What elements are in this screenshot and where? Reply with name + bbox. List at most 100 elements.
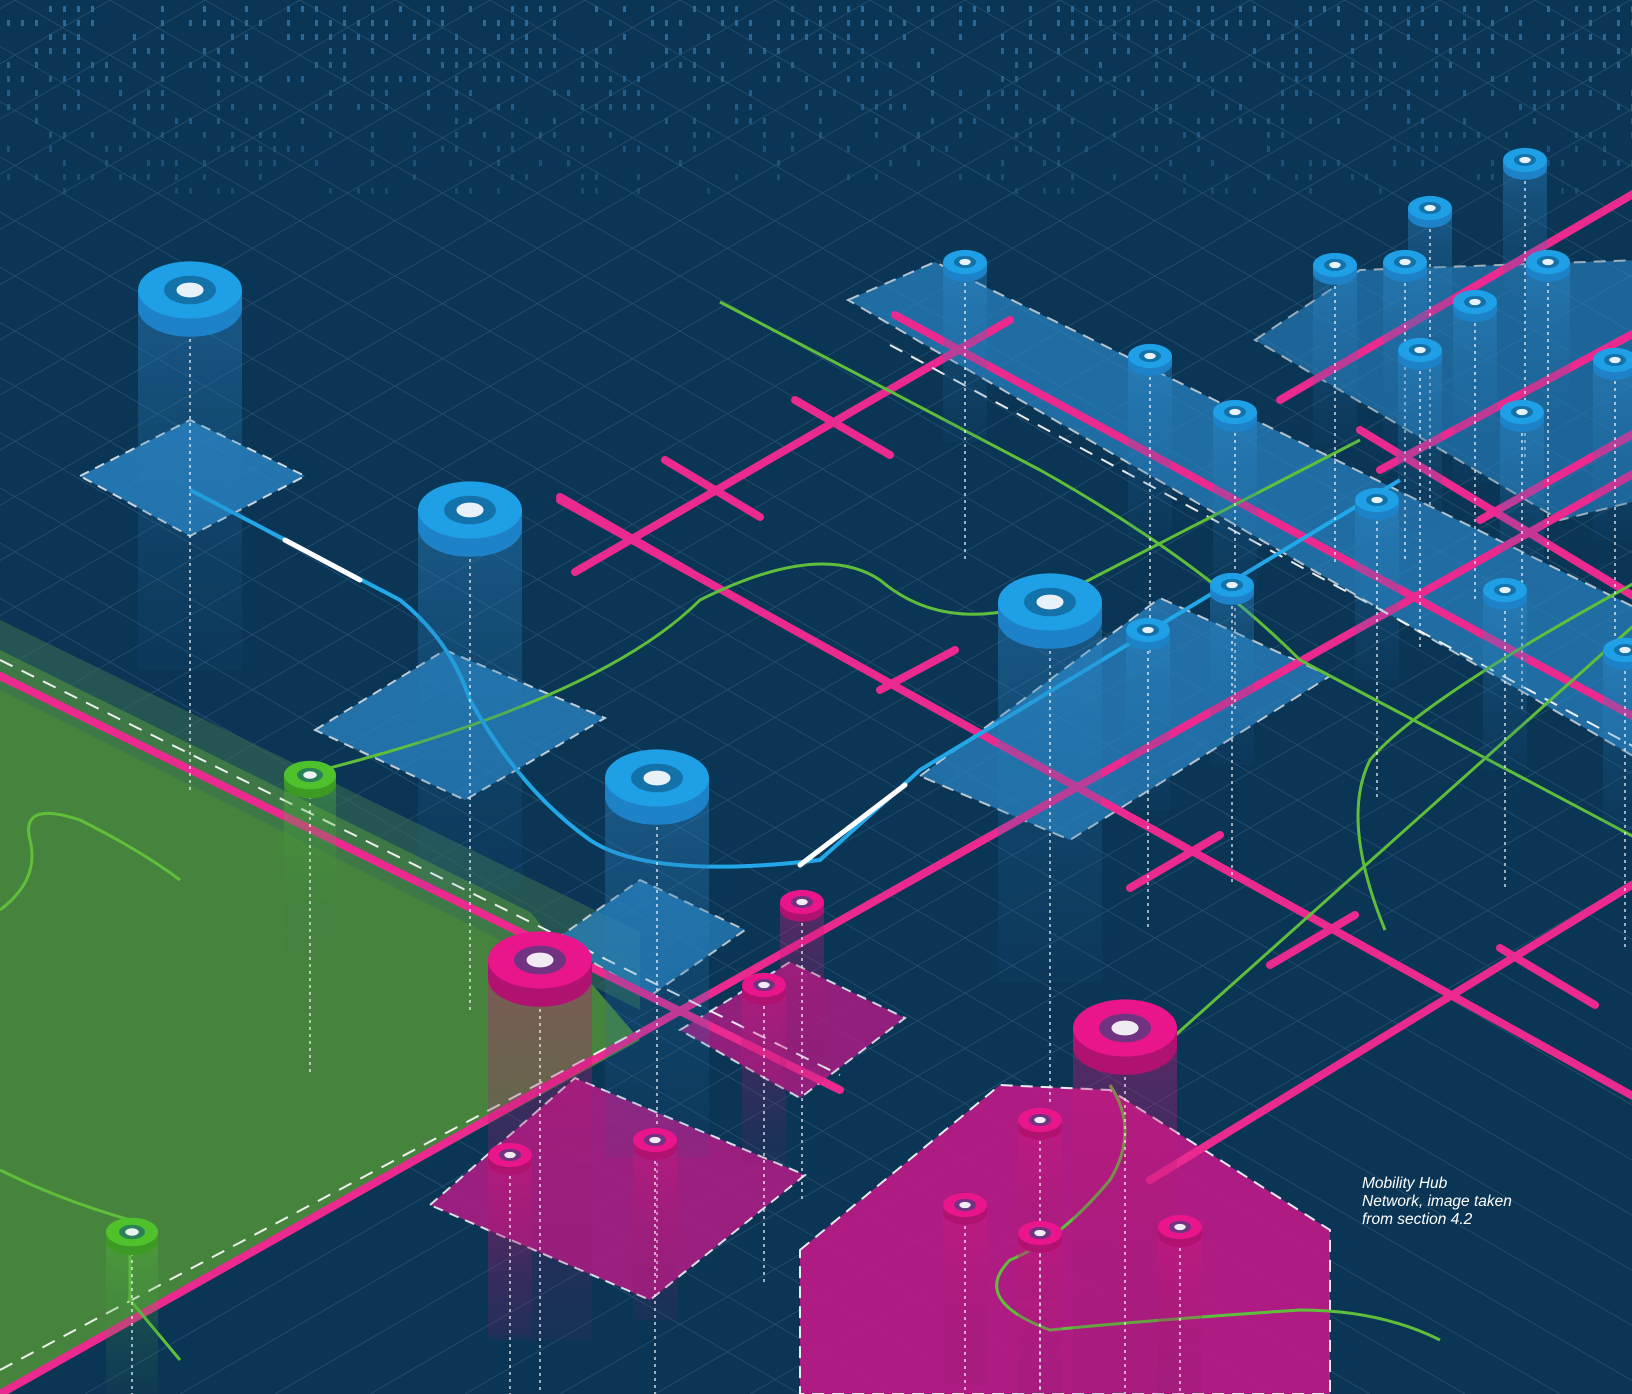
halftone-dot <box>819 6 822 12</box>
halftone-dot <box>231 188 234 194</box>
halftone-dot <box>1127 20 1130 26</box>
halftone-dot <box>791 132 794 138</box>
halftone-dot <box>1533 90 1536 96</box>
halftone-dot <box>1295 48 1298 54</box>
halftone-dot <box>413 20 416 26</box>
halftone-dot <box>63 160 66 166</box>
halftone-dot <box>1253 188 1256 194</box>
halftone-dot <box>1323 160 1326 166</box>
halftone-dot <box>1561 48 1564 54</box>
halftone-dot <box>315 34 318 40</box>
halftone-dot <box>413 76 416 82</box>
halftone-dot <box>511 132 514 138</box>
halftone-dot <box>371 76 374 82</box>
halftone-dot <box>931 118 934 124</box>
halftone-dot <box>1589 34 1592 40</box>
halftone-dot <box>63 6 66 12</box>
halftone-dot <box>1575 34 1578 40</box>
halftone-dot <box>637 104 640 110</box>
blue-hub-column <box>1500 412 1544 592</box>
halftone-dot <box>175 118 178 124</box>
halftone-dot <box>833 62 836 68</box>
green-hub-column <box>284 775 336 955</box>
halftone-dot <box>245 6 248 12</box>
halftone-dot <box>721 62 724 68</box>
halftone-dot <box>1141 118 1144 124</box>
halftone-dot <box>1113 6 1116 12</box>
halftone-dot <box>427 76 430 82</box>
blue-hub-icon <box>1483 578 1527 610</box>
halftone-dot <box>343 62 346 68</box>
halftone-dot <box>1225 188 1228 194</box>
halftone-dot <box>203 20 206 26</box>
pink-hub-icon <box>1073 999 1177 1074</box>
halftone-dot <box>455 118 458 124</box>
halftone-dot <box>1029 118 1032 124</box>
pink-hub-icon <box>1158 1215 1202 1247</box>
halftone-dot <box>1491 160 1494 166</box>
halftone-dot <box>287 146 290 152</box>
halftone-dot <box>217 188 220 194</box>
halftone-dot <box>1253 20 1256 26</box>
halftone-dot <box>1379 76 1382 82</box>
halftone-dot <box>483 62 486 68</box>
halftone-dot <box>847 146 850 152</box>
halftone-dot <box>1435 90 1438 96</box>
halftone-dot <box>91 76 94 82</box>
halftone-dot <box>35 48 38 54</box>
halftone-dot <box>133 118 136 124</box>
halftone-dot <box>1211 118 1214 124</box>
blue-hub-column <box>1126 630 1170 810</box>
crossing-marker <box>1500 948 1595 1005</box>
halftone-dot <box>1015 48 1018 54</box>
halftone-dot <box>763 132 766 138</box>
halftone-dot <box>1267 34 1270 40</box>
halftone-dot <box>1169 76 1172 82</box>
halftone-dot <box>217 76 220 82</box>
halftone-dot <box>1015 104 1018 110</box>
halftone-dot <box>273 160 276 166</box>
green-hub-column <box>106 1232 158 1394</box>
halftone-dot <box>1491 48 1494 54</box>
blue-hub-icon <box>1210 573 1254 605</box>
halftone-dot <box>1225 34 1228 40</box>
halftone-dot <box>987 6 990 12</box>
halftone-dot <box>665 146 668 152</box>
halftone-dot <box>133 48 136 54</box>
blue-hub-icon <box>1593 348 1632 380</box>
halftone-dot <box>1449 62 1452 68</box>
halftone-dot <box>791 34 794 40</box>
halftone-dot <box>1533 62 1536 68</box>
blue-hub-column <box>1213 412 1257 592</box>
halftone-dot <box>889 20 892 26</box>
halftone-dot <box>1351 76 1354 82</box>
halftone-dot <box>1477 6 1480 12</box>
halftone-dot <box>1365 20 1368 26</box>
blue-hub-column <box>1128 356 1172 536</box>
halftone-dot <box>1365 34 1368 40</box>
halftone-dot <box>385 76 388 82</box>
halftone-dot <box>595 104 598 110</box>
halftone-dot <box>1071 90 1074 96</box>
halftone-dot <box>147 90 150 96</box>
halftone-dot <box>1183 188 1186 194</box>
halftone-dot <box>623 90 626 96</box>
halftone-dot <box>1337 20 1340 26</box>
pink-hub-column <box>943 1205 987 1385</box>
halftone-dot <box>399 6 402 12</box>
halftone-dot <box>1617 20 1620 26</box>
halftone-dot <box>833 6 836 12</box>
halftone-dot <box>1379 90 1382 96</box>
halftone-dot <box>553 62 556 68</box>
halftone-dot <box>1169 104 1172 110</box>
halftone-dot <box>1113 174 1116 180</box>
halftone-dot <box>1015 146 1018 152</box>
halftone-dot <box>1393 104 1396 110</box>
halftone-dot <box>203 132 206 138</box>
halftone-dot <box>469 90 472 96</box>
halftone-dot <box>147 104 150 110</box>
halftone-dot <box>749 20 752 26</box>
halftone-dot <box>119 90 122 96</box>
halftone-dot <box>133 132 136 138</box>
halftone-dot <box>1225 20 1228 26</box>
